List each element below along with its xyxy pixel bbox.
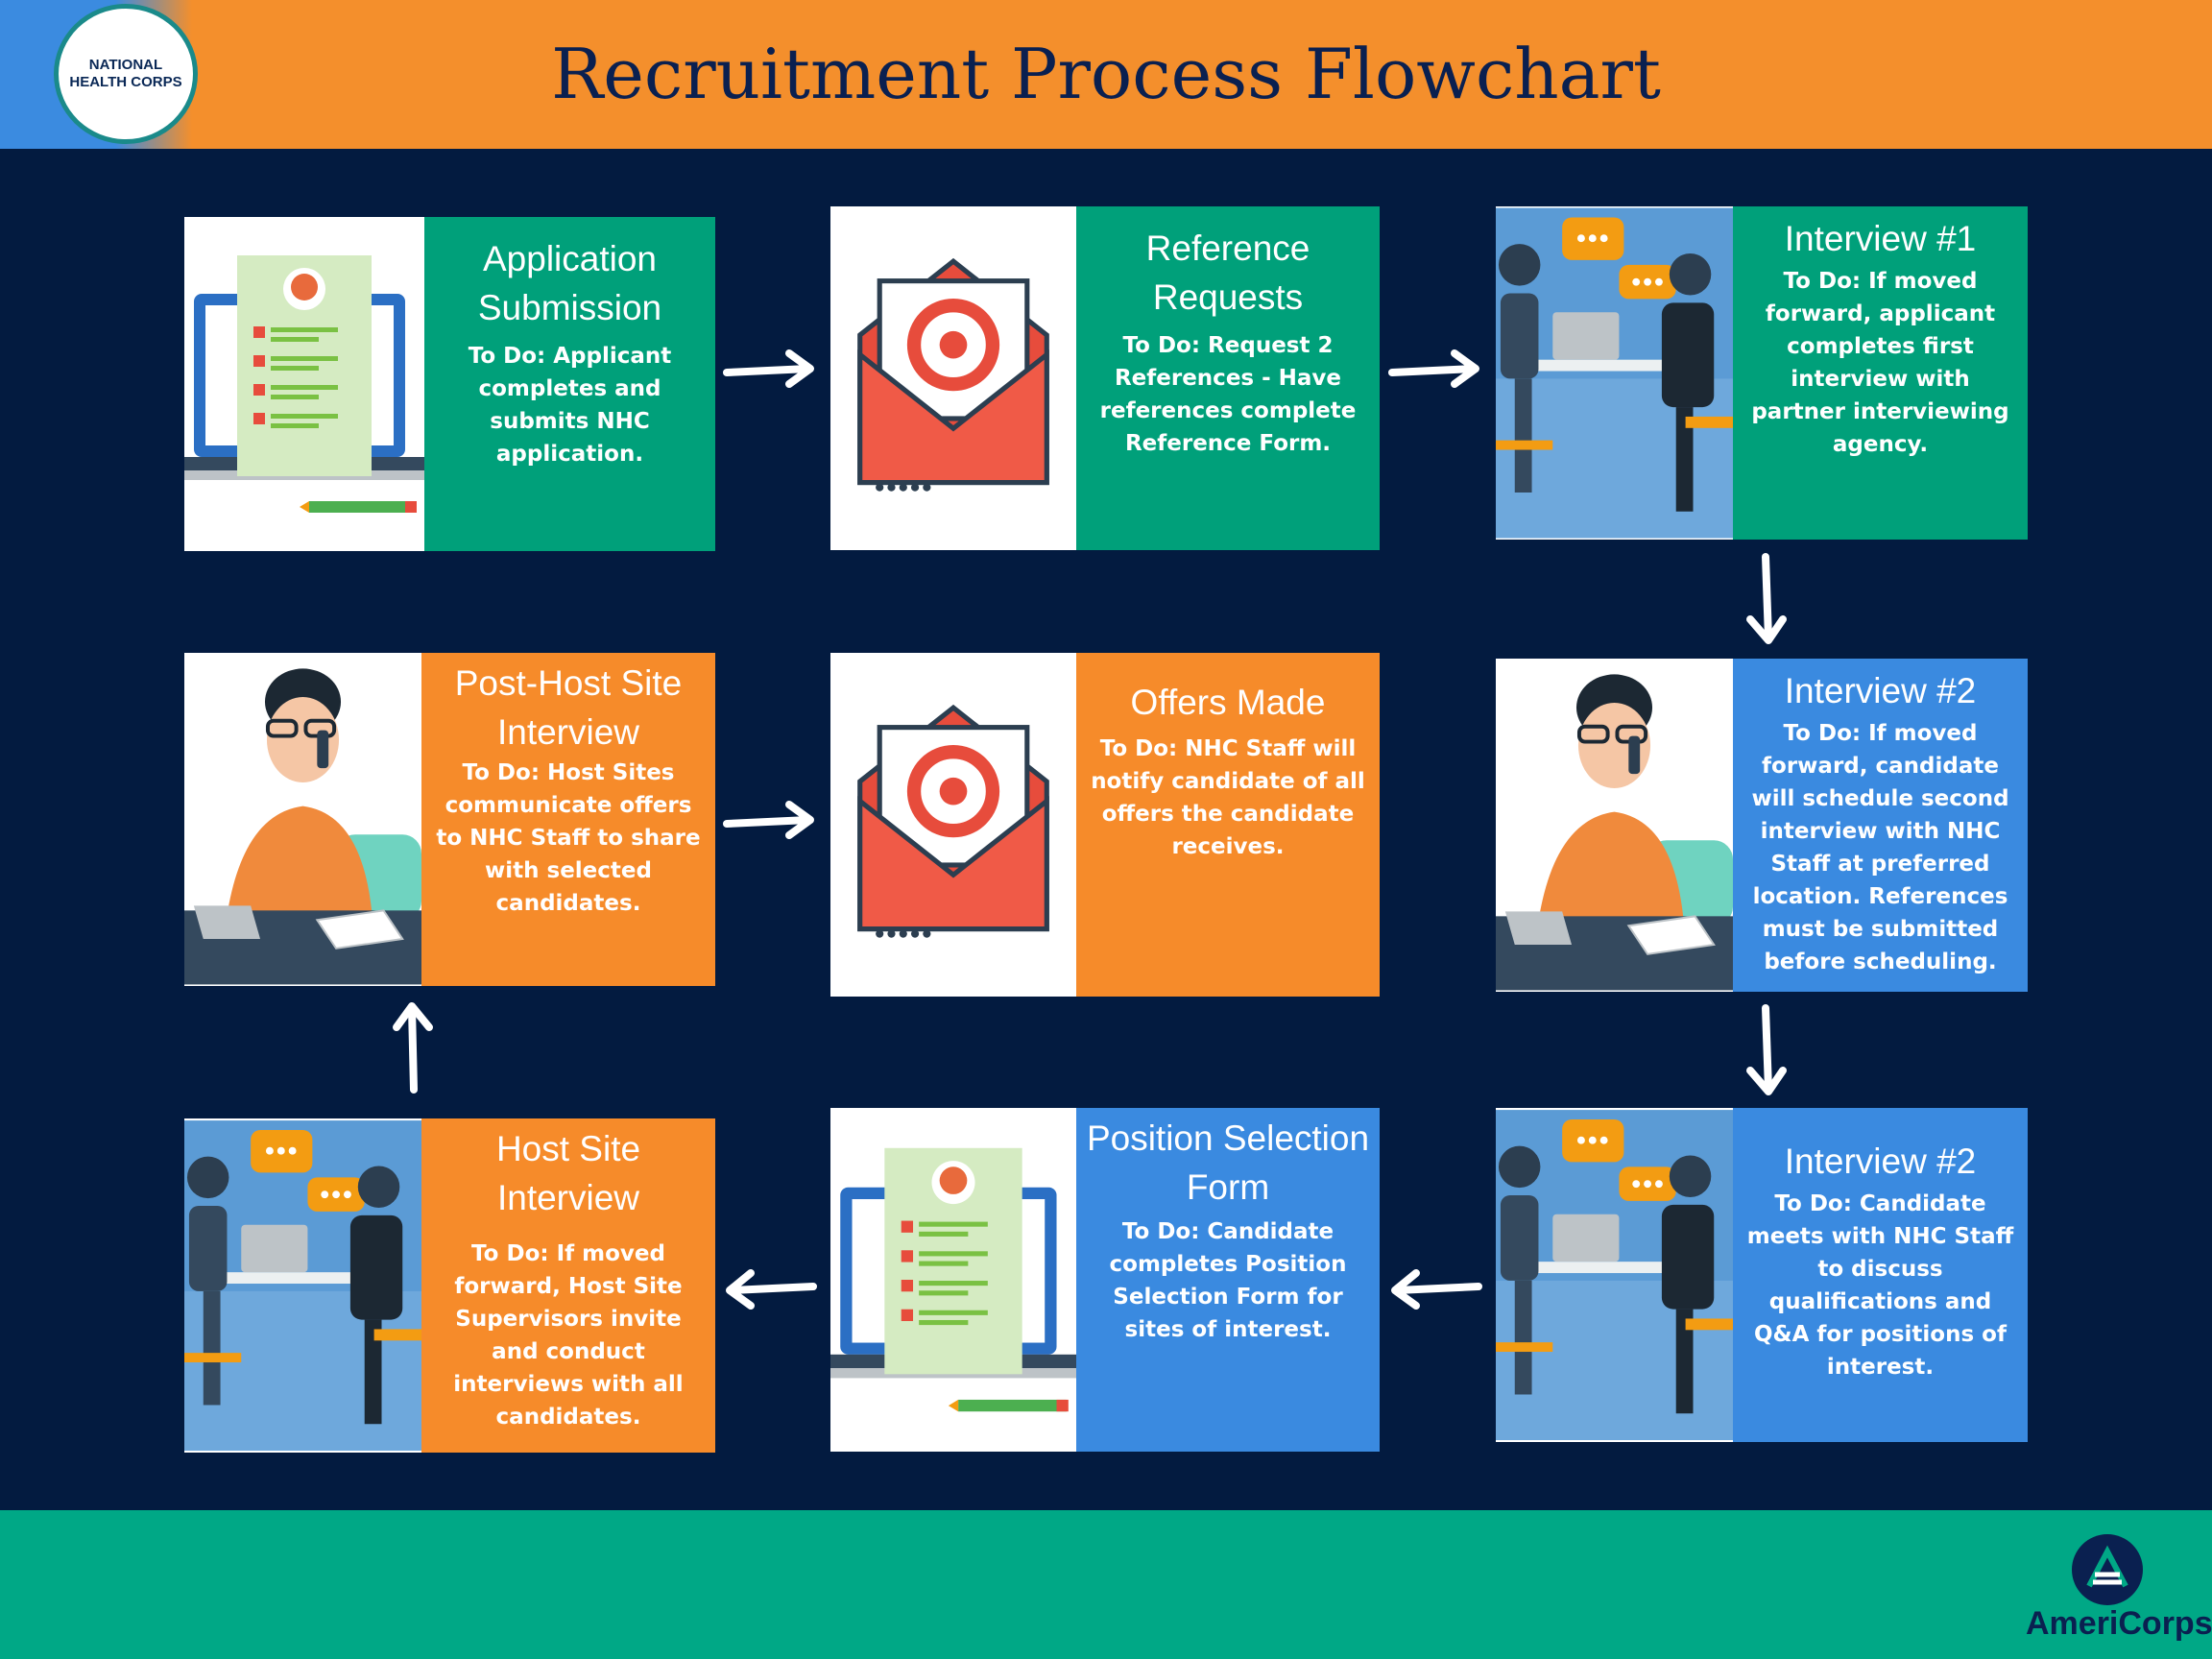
step-body: To Do: Candidate completes Position Sele… — [1109, 1219, 1347, 1342]
arrow-down-icon — [1746, 1004, 1787, 1095]
step-application-submission: Application Submission To Do: Applicant … — [184, 217, 715, 551]
step-title: Post-Host Site Interview — [454, 663, 683, 752]
step-body: To Do: NHC Staff will notify candidate o… — [1091, 736, 1365, 859]
step-interview-2-schedule: Interview #2 To Do: If moved forward, ca… — [1496, 659, 2028, 992]
step-interview-2-meet: Interview #2 To Do: Candidate meets with… — [1496, 1108, 2028, 1442]
step-title: Interview #2 — [1784, 1142, 1977, 1181]
americorps-logo-icon — [2072, 1534, 2143, 1605]
woman-phone-icon — [1496, 659, 1733, 992]
step-panel: Reference Requests To Do: Request 2 Refe… — [1076, 206, 1380, 550]
arrow-right-icon — [1388, 349, 1479, 388]
step-panel: Host Site Interview To Do: If moved forw… — [421, 1118, 715, 1453]
arrow-right-icon — [723, 349, 814, 388]
arrow-left-icon — [726, 1269, 817, 1310]
logo-line-2: HEALTH CORPS — [69, 74, 182, 90]
woman-phone-icon — [184, 653, 421, 986]
step-body: To Do: If moved forward, applicant compl… — [1751, 269, 2009, 457]
step-title: Interview #1 — [1784, 219, 1977, 258]
interview-people-icon — [1496, 1108, 1733, 1442]
step-title: Position Selection Form — [1086, 1118, 1370, 1207]
step-offers-made: Offers Made To Do: NHC Staff will notify… — [830, 653, 1380, 997]
header-bar: NATIONAL HEALTH CORPS Recruitment Proces… — [0, 0, 2212, 149]
footer-bar — [0, 1510, 2212, 1659]
arrow-down-icon — [1746, 553, 1787, 644]
step-body: To Do: Request 2 References - Have refer… — [1099, 333, 1357, 456]
step-panel: Position Selection Form To Do: Candidate… — [1076, 1108, 1380, 1452]
step-body: To Do: Candidate meets with NHC Staff to… — [1746, 1191, 2014, 1380]
step-panel: Interview #2 To Do: If moved forward, ca… — [1733, 659, 2028, 992]
step-post-host-site-interview: Post-Host Site Interview To Do: Host Sit… — [184, 653, 715, 986]
step-title: Offers Made — [1130, 683, 1326, 722]
step-panel: Application Submission To Do: Applicant … — [424, 217, 715, 551]
step-body: To Do: If moved forward, candidate will … — [1751, 721, 2009, 974]
laptop-resume-icon — [184, 217, 424, 551]
step-title: Application Submission — [477, 239, 662, 327]
step-body: To Do: Applicant completes and submits N… — [468, 344, 672, 467]
email-envelope-icon — [830, 653, 1076, 997]
step-host-site-interview: Host Site Interview To Do: If moved forw… — [184, 1118, 715, 1453]
step-position-selection-form: Position Selection Form To Do: Candidate… — [830, 1108, 1380, 1452]
step-panel: Post-Host Site Interview To Do: Host Sit… — [421, 653, 715, 986]
step-panel: Offers Made To Do: NHC Staff will notify… — [1076, 653, 1380, 997]
email-envelope-icon — [830, 206, 1076, 550]
arrow-left-icon — [1391, 1269, 1482, 1310]
arrow-up-icon — [393, 1002, 433, 1094]
step-body: To Do: If moved forward, Host Site Super… — [453, 1241, 684, 1430]
step-title: Reference Requests — [1145, 228, 1310, 317]
page-title: Recruitment Process Flowchart — [551, 34, 1661, 114]
interview-people-icon — [184, 1118, 421, 1453]
step-interview-1: Interview #1 To Do: If moved forward, ap… — [1496, 206, 2028, 540]
laptop-resume-icon — [830, 1108, 1076, 1452]
step-title: Interview #2 — [1784, 671, 1977, 710]
interview-people-icon — [1496, 206, 1733, 540]
step-body: To Do: Host Sites communicate offers to … — [436, 760, 701, 916]
step-title: Host Site Interview — [495, 1129, 641, 1217]
step-panel: Interview #1 To Do: If moved forward, ap… — [1733, 206, 2028, 540]
americorps-wordmark: AmeriCorps — [2026, 1605, 2212, 1642]
step-reference-requests: Reference Requests To Do: Request 2 Refe… — [830, 206, 1380, 550]
arrow-right-icon — [723, 801, 814, 839]
step-panel: Interview #2 To Do: Candidate meets with… — [1733, 1108, 2028, 1442]
logo-line-1: NATIONAL — [88, 57, 163, 73]
nhc-logo: NATIONAL HEALTH CORPS — [54, 4, 198, 144]
